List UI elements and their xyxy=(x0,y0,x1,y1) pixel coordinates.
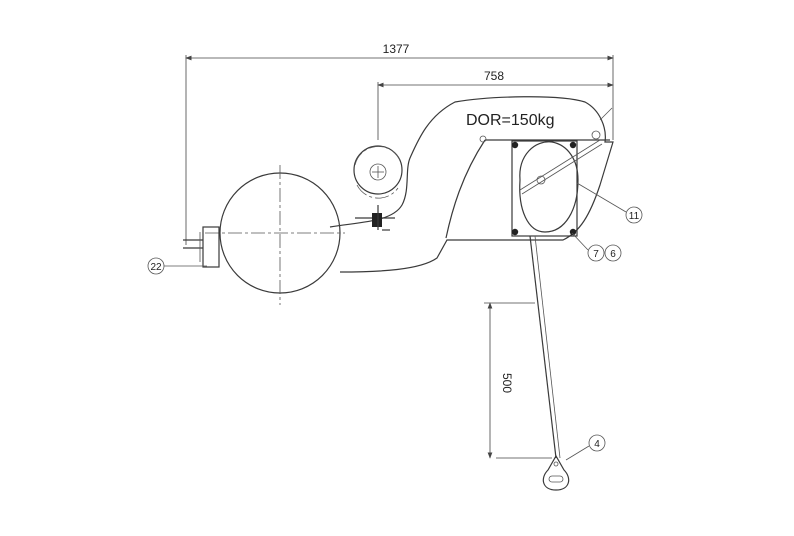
arm-body xyxy=(329,96,614,273)
pivot-hole xyxy=(479,135,487,143)
svg-text:7: 7 xyxy=(593,249,599,260)
dimension-reach-label: 758 xyxy=(484,69,504,83)
hoist-rope xyxy=(529,235,557,459)
callout-4: 4 xyxy=(565,434,606,461)
dimension-drop: 500 xyxy=(484,302,552,459)
dimension-reach: 758 xyxy=(377,69,614,140)
hook-handle xyxy=(542,454,570,491)
winch-housing xyxy=(511,107,613,237)
dimension-overall: 1377 xyxy=(185,42,614,245)
callout-22: 22 xyxy=(147,257,207,275)
svg-text:22: 22 xyxy=(150,262,162,273)
arm-inner-edge xyxy=(445,139,486,239)
svg-text:6: 6 xyxy=(610,249,616,260)
shaft-flange xyxy=(183,226,220,268)
load-rating-label: DOR=150kg xyxy=(466,112,555,129)
clamp-fitting xyxy=(355,205,395,231)
counterweight-sphere xyxy=(205,165,345,305)
svg-text:4: 4 xyxy=(594,439,600,450)
svg-text:11: 11 xyxy=(629,211,640,222)
dimension-overall-label: 1377 xyxy=(383,42,410,56)
callout-11: 11 xyxy=(576,182,643,224)
callout-7-6: 7 6 xyxy=(571,232,622,262)
dimension-drop-label: 500 xyxy=(500,373,514,393)
pulley-wheel xyxy=(353,145,403,199)
